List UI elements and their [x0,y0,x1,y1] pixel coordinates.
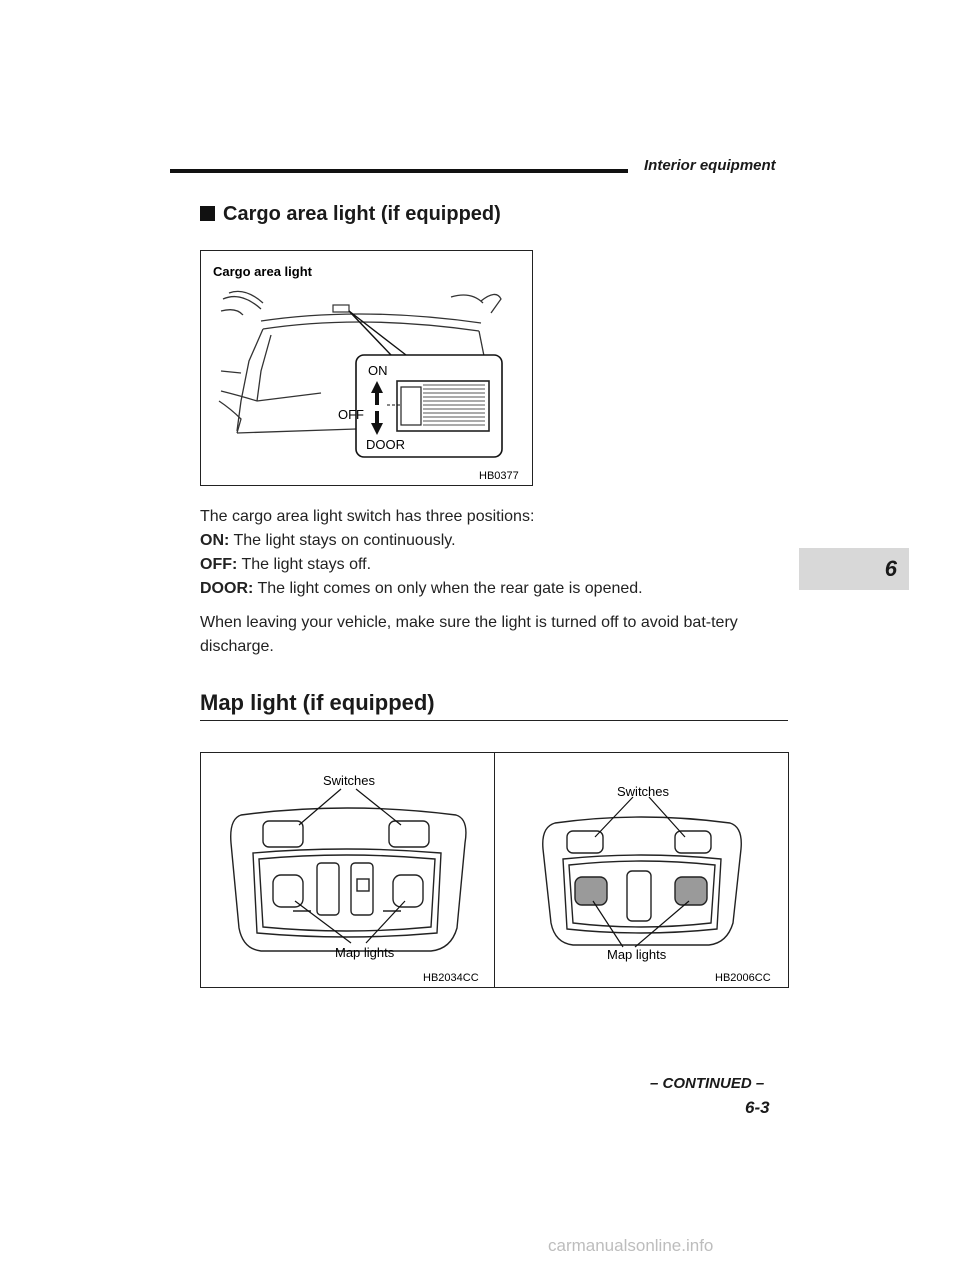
on-position-label: ON [368,363,388,378]
map-light-left-illustration: Switches Map lights HB2034CC [230,773,479,984]
heading-rule [200,720,788,721]
section-title: Cargo area light (if equipped) [200,203,501,226]
off-line: OFF: The light stays off. [200,553,790,577]
switches-label-right: Switches [617,784,670,799]
map-light-right-illustration: Switches Map lights HB2006CC [542,784,771,984]
figure-code: HB0377 [479,470,519,482]
watermark: carmanualsonline.info [548,1236,714,1255]
map-light-figure: Switches Map lights HB2034CC Switches Ma… [200,752,789,988]
door-term: DOOR: [200,580,254,597]
intro-text: The cargo area light switch has three po… [200,508,535,525]
off-term: OFF: [200,556,238,573]
cargo-light-illustration: Cargo area light ON OFF DOOR HB0377 [213,264,519,482]
door-position-label: DOOR [366,437,405,452]
header-title: Interior equipment [644,157,776,174]
map-light-right-lamp-icon [674,876,708,906]
figure-code-left: HB2034CC [423,972,479,984]
square-bullet-icon [200,206,215,221]
page-number: 6-3 [745,1098,770,1117]
continued-label: – CONTINUED – [650,1075,765,1092]
chapter-tab: 6 [799,548,909,590]
on-description: The light stays on continuously. [229,532,456,549]
cargo-light-label: Cargo area light [213,264,313,279]
up-arrow-icon [371,381,383,405]
on-line: ON: The light stays on continuously. [200,529,790,553]
door-line: DOOR: The light comes on only when the r… [200,577,790,601]
off-description: The light stays off. [237,556,372,573]
off-position-label: OFF [338,407,364,422]
down-arrow-icon [371,411,383,435]
header-rule [170,169,628,173]
figure-code-right: HB2006CC [715,972,771,984]
switches-label-left: Switches [323,773,376,788]
section-title-text: Cargo area light (if equipped) [223,203,501,225]
chapter-number: 6 [884,556,897,581]
cargo-light-figure: Cargo area light ON OFF DOOR HB0377 [200,250,533,486]
map-lights-label-left: Map lights [335,945,395,960]
door-description: The light comes on only when the rear ga… [253,580,643,597]
warning-text: When leaving your vehicle, make sure the… [200,614,738,655]
map-light-heading: Map light (if equipped) [200,690,435,715]
map-light-left-lamp-icon [574,876,608,906]
on-term: ON: [200,532,230,549]
ceiling-light-icon [332,304,350,313]
map-lights-label-right: Map lights [607,947,667,962]
figure-divider [494,753,495,987]
switch-knob-icon [400,386,422,426]
